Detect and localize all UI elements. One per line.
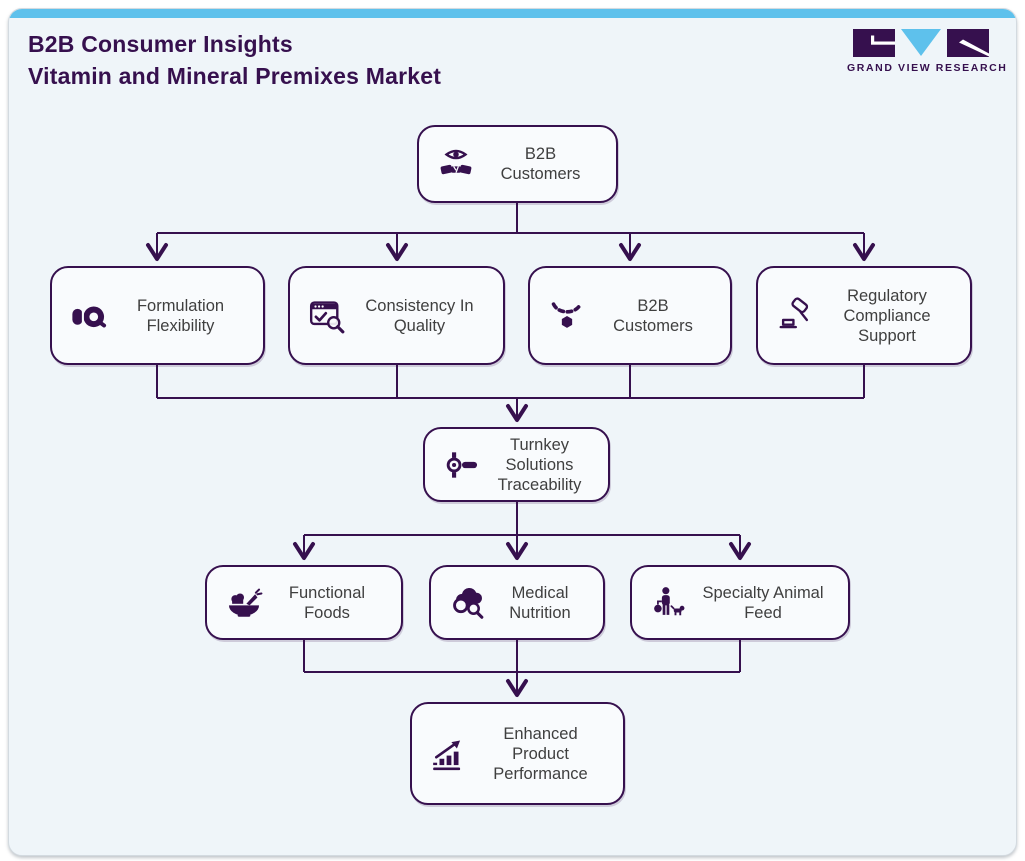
gvr-logo-icon xyxy=(853,29,989,57)
growth-chart-icon xyxy=(426,735,472,773)
node-label: Medical Nutrition xyxy=(509,583,571,622)
door-handle-icon xyxy=(439,446,485,484)
node-label: Enhanced Product Performance xyxy=(493,724,588,783)
node-formulation-flexibility: Formulation Flexibility xyxy=(50,266,265,365)
node-consistency-in-quality: Consistency In Quality xyxy=(288,266,505,365)
page-title-line2: Vitamin and Mineral Premixes Market xyxy=(28,63,442,89)
node-label: Functional Foods xyxy=(288,583,366,622)
node-specialty-animal-feed: Specialty Animal Feed xyxy=(630,565,850,640)
node-label: B2B Customers xyxy=(500,145,581,183)
node-turnkey-solutions-traceability: Turnkey Solutions Traceability xyxy=(423,427,610,502)
top-accent-bar xyxy=(9,9,1016,18)
brand-name: GRAND VIEW RESEARCH xyxy=(847,62,1008,74)
page-title: B2B Consumer Insights Vitamin and Minera… xyxy=(28,28,441,92)
quality-check-window-icon xyxy=(304,297,350,335)
node-medical-nutrition: Medical Nutrition xyxy=(429,565,605,640)
gavel-icon xyxy=(772,296,818,335)
node-label: Consistency In Quality xyxy=(365,296,474,335)
necklace-icon xyxy=(544,297,590,335)
tape-roll-icon xyxy=(66,297,112,335)
node-label: Formulation Flexibility xyxy=(136,296,225,335)
node-b2b-customers-root: B2B Customers xyxy=(417,125,618,203)
node-label: Specialty Animal Feed xyxy=(702,583,824,622)
food-bowl-icon xyxy=(221,584,267,622)
cloud-search-icon xyxy=(445,584,491,622)
node-enhanced-product-performance: Enhanced Product Performance xyxy=(410,702,625,805)
node-label: Regulatory Compliance Support xyxy=(843,286,931,345)
brand-logo: GRAND VIEW RESEARCH xyxy=(847,28,1008,74)
node-b2b-customers-mid: B2B Customers xyxy=(528,266,732,365)
trust-handshake-icon xyxy=(433,145,479,183)
page-title-line1: B2B Consumer Insights xyxy=(28,31,293,57)
node-label: B2B Customers xyxy=(613,296,693,335)
node-regulatory-compliance-support: Regulatory Compliance Support xyxy=(756,266,972,365)
node-functional-foods: Functional Foods xyxy=(205,565,403,640)
person-dog-icon xyxy=(646,584,692,622)
node-label: Turnkey Solutions Traceability xyxy=(497,435,582,494)
